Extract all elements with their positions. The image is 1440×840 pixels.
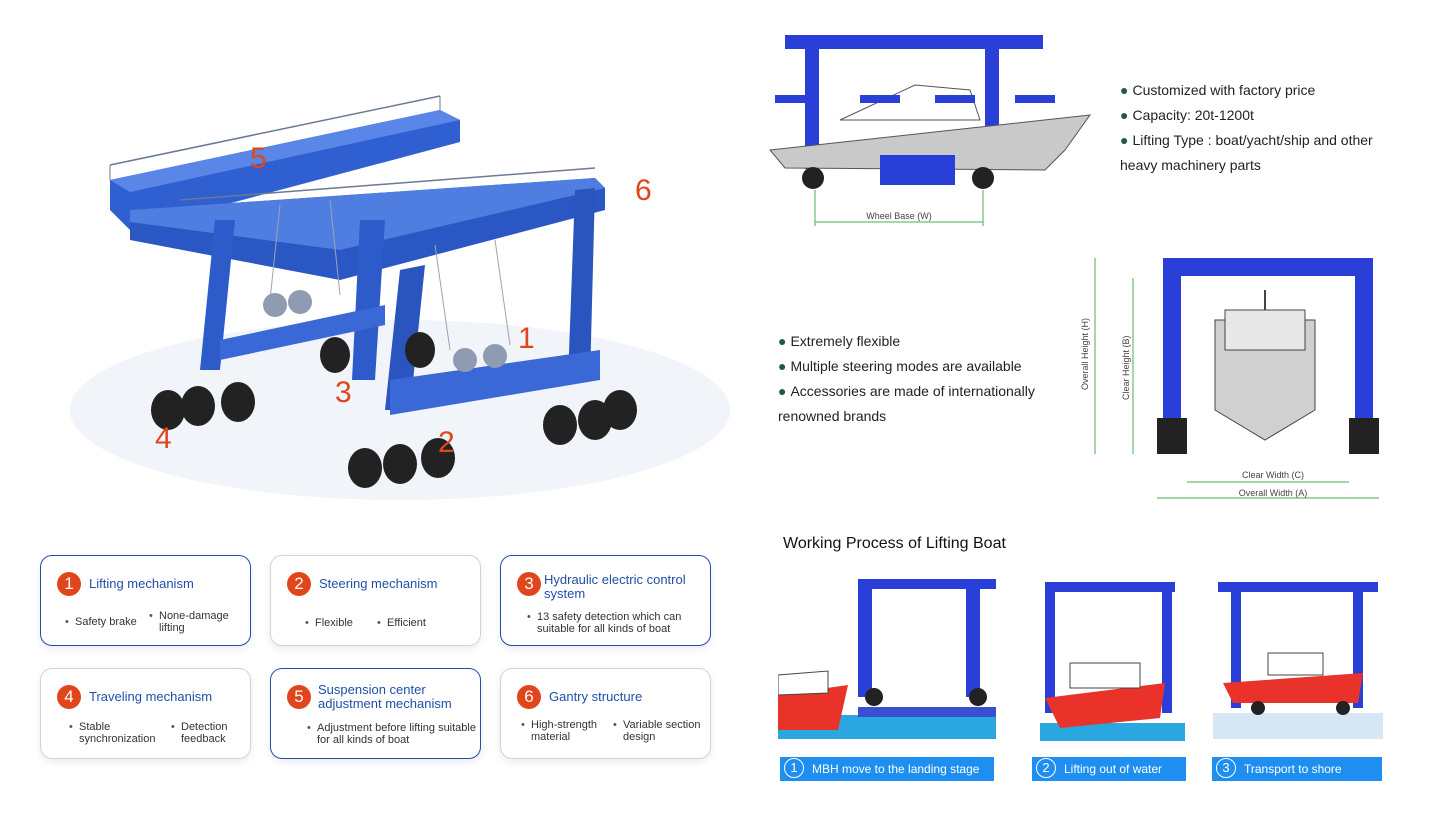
process-step-1-illustration bbox=[778, 579, 996, 739]
process-title: Working Process of Lifting Boat bbox=[783, 535, 1006, 552]
callout-3: 3 bbox=[335, 376, 352, 409]
step-number: 3 bbox=[1216, 757, 1236, 778]
clear-width-label: Clear Width (C) bbox=[1242, 470, 1304, 480]
card-title: Suspension center adjustment mechanism bbox=[318, 682, 452, 711]
wheel-base-label: Wheel Base (W) bbox=[866, 211, 932, 221]
card-number-badge: 2 bbox=[287, 572, 311, 596]
card-feature: None-damage lifting bbox=[149, 610, 244, 634]
callout-2: 2 bbox=[438, 426, 455, 459]
feature-card-hydraulic: 3 Hydraulic electric control system 13 s… bbox=[500, 555, 711, 646]
process-step-3-caption: 3 Transport to shore bbox=[1212, 757, 1382, 781]
feature-card-lifting: 1 Lifting mechanism Safety brake None-da… bbox=[40, 555, 251, 646]
card-title: Gantry structure bbox=[549, 689, 643, 704]
feature-card-traveling: 4 Traveling mechanism Stable synchroniza… bbox=[40, 668, 251, 759]
card-number-badge: 3 bbox=[517, 572, 541, 596]
bullet-item: ●Capacity: 20t-1200t bbox=[1120, 107, 1254, 123]
callout-6: 6 bbox=[635, 174, 652, 207]
card-feature: Safety brake bbox=[65, 616, 137, 628]
feature-card-gantry: 6 Gantry structure High-strength materia… bbox=[500, 668, 711, 759]
process-step-3-illustration bbox=[1213, 582, 1383, 739]
side-view-bullets: ●Customized with factory price ●Capacity… bbox=[1120, 78, 1373, 178]
step-label: Lifting out of water bbox=[1064, 762, 1163, 776]
bullet-item: ●Lifting Type : boat/yacht/ship and othe… bbox=[1120, 132, 1373, 148]
process-step-2-caption: 2 Lifting out of water bbox=[1032, 757, 1186, 781]
step-label: Transport to shore bbox=[1244, 762, 1342, 776]
feature-card-suspension: 5 Suspension center adjustment mechanism… bbox=[270, 668, 481, 759]
card-title: Lifting mechanism bbox=[89, 576, 194, 591]
bullet-item: ●Customized with factory price bbox=[1120, 82, 1316, 98]
overall-width-label: Overall Width (A) bbox=[1239, 488, 1308, 498]
process-step-1-caption: 1 MBH move to the landing stage bbox=[780, 757, 994, 781]
step-number: 1 bbox=[784, 757, 804, 778]
callout-5: 5 bbox=[250, 142, 267, 175]
card-title: Steering mechanism bbox=[319, 576, 438, 591]
front-view-diagram: Overall Height (H) Clear Height (B) Clea… bbox=[1080, 258, 1379, 499]
card-number-badge: 1 bbox=[57, 572, 81, 596]
card-number-badge: 4 bbox=[57, 685, 81, 709]
overall-height-label: Overall Height (H) bbox=[1080, 318, 1090, 390]
card-feature: Flexible bbox=[305, 617, 353, 629]
bullet-item: heavy machinery parts bbox=[1120, 157, 1261, 173]
bullet-item: renowned brands bbox=[778, 408, 887, 424]
bullet-item: ●Extremely flexible bbox=[778, 333, 901, 349]
callout-1: 1 bbox=[518, 322, 535, 355]
card-feature: High-strength material bbox=[521, 719, 616, 743]
card-title: Traveling mechanism bbox=[89, 689, 213, 704]
card-feature: Detection feedback bbox=[171, 721, 251, 745]
front-view-bullets: ●Extremely flexible ●Multiple steering m… bbox=[778, 329, 1035, 429]
side-view-diagram: Wheel Base (W) bbox=[769, 35, 1092, 226]
step-number: 2 bbox=[1036, 757, 1056, 778]
bullet-item: ●Accessories are made of internationally bbox=[778, 383, 1035, 399]
card-feature: Adjustment before lifting suitable for a… bbox=[307, 722, 477, 746]
feature-card-steering: 2 Steering mechanism Flexible Efficient bbox=[270, 555, 481, 646]
bullet-item: ●Multiple steering modes are available bbox=[778, 358, 1022, 374]
card-number-badge: 6 bbox=[517, 685, 541, 709]
card-feature: 13 safety detection which can suitable f… bbox=[527, 611, 707, 635]
clear-height-label: Clear Height (B) bbox=[1121, 335, 1131, 400]
process-step-2-illustration bbox=[1040, 582, 1185, 741]
callout-4: 4 bbox=[155, 422, 172, 455]
card-title: Hydraulic electric control system bbox=[544, 572, 686, 601]
card-feature: Stable synchronization bbox=[69, 721, 169, 745]
crane-illustration: 1 2 3 4 5 6 bbox=[70, 95, 730, 500]
card-number-badge: 5 bbox=[287, 685, 311, 709]
card-feature: Efficient bbox=[377, 617, 426, 629]
step-label: MBH move to the landing stage bbox=[812, 762, 980, 776]
card-feature: Variable section design bbox=[613, 719, 713, 743]
